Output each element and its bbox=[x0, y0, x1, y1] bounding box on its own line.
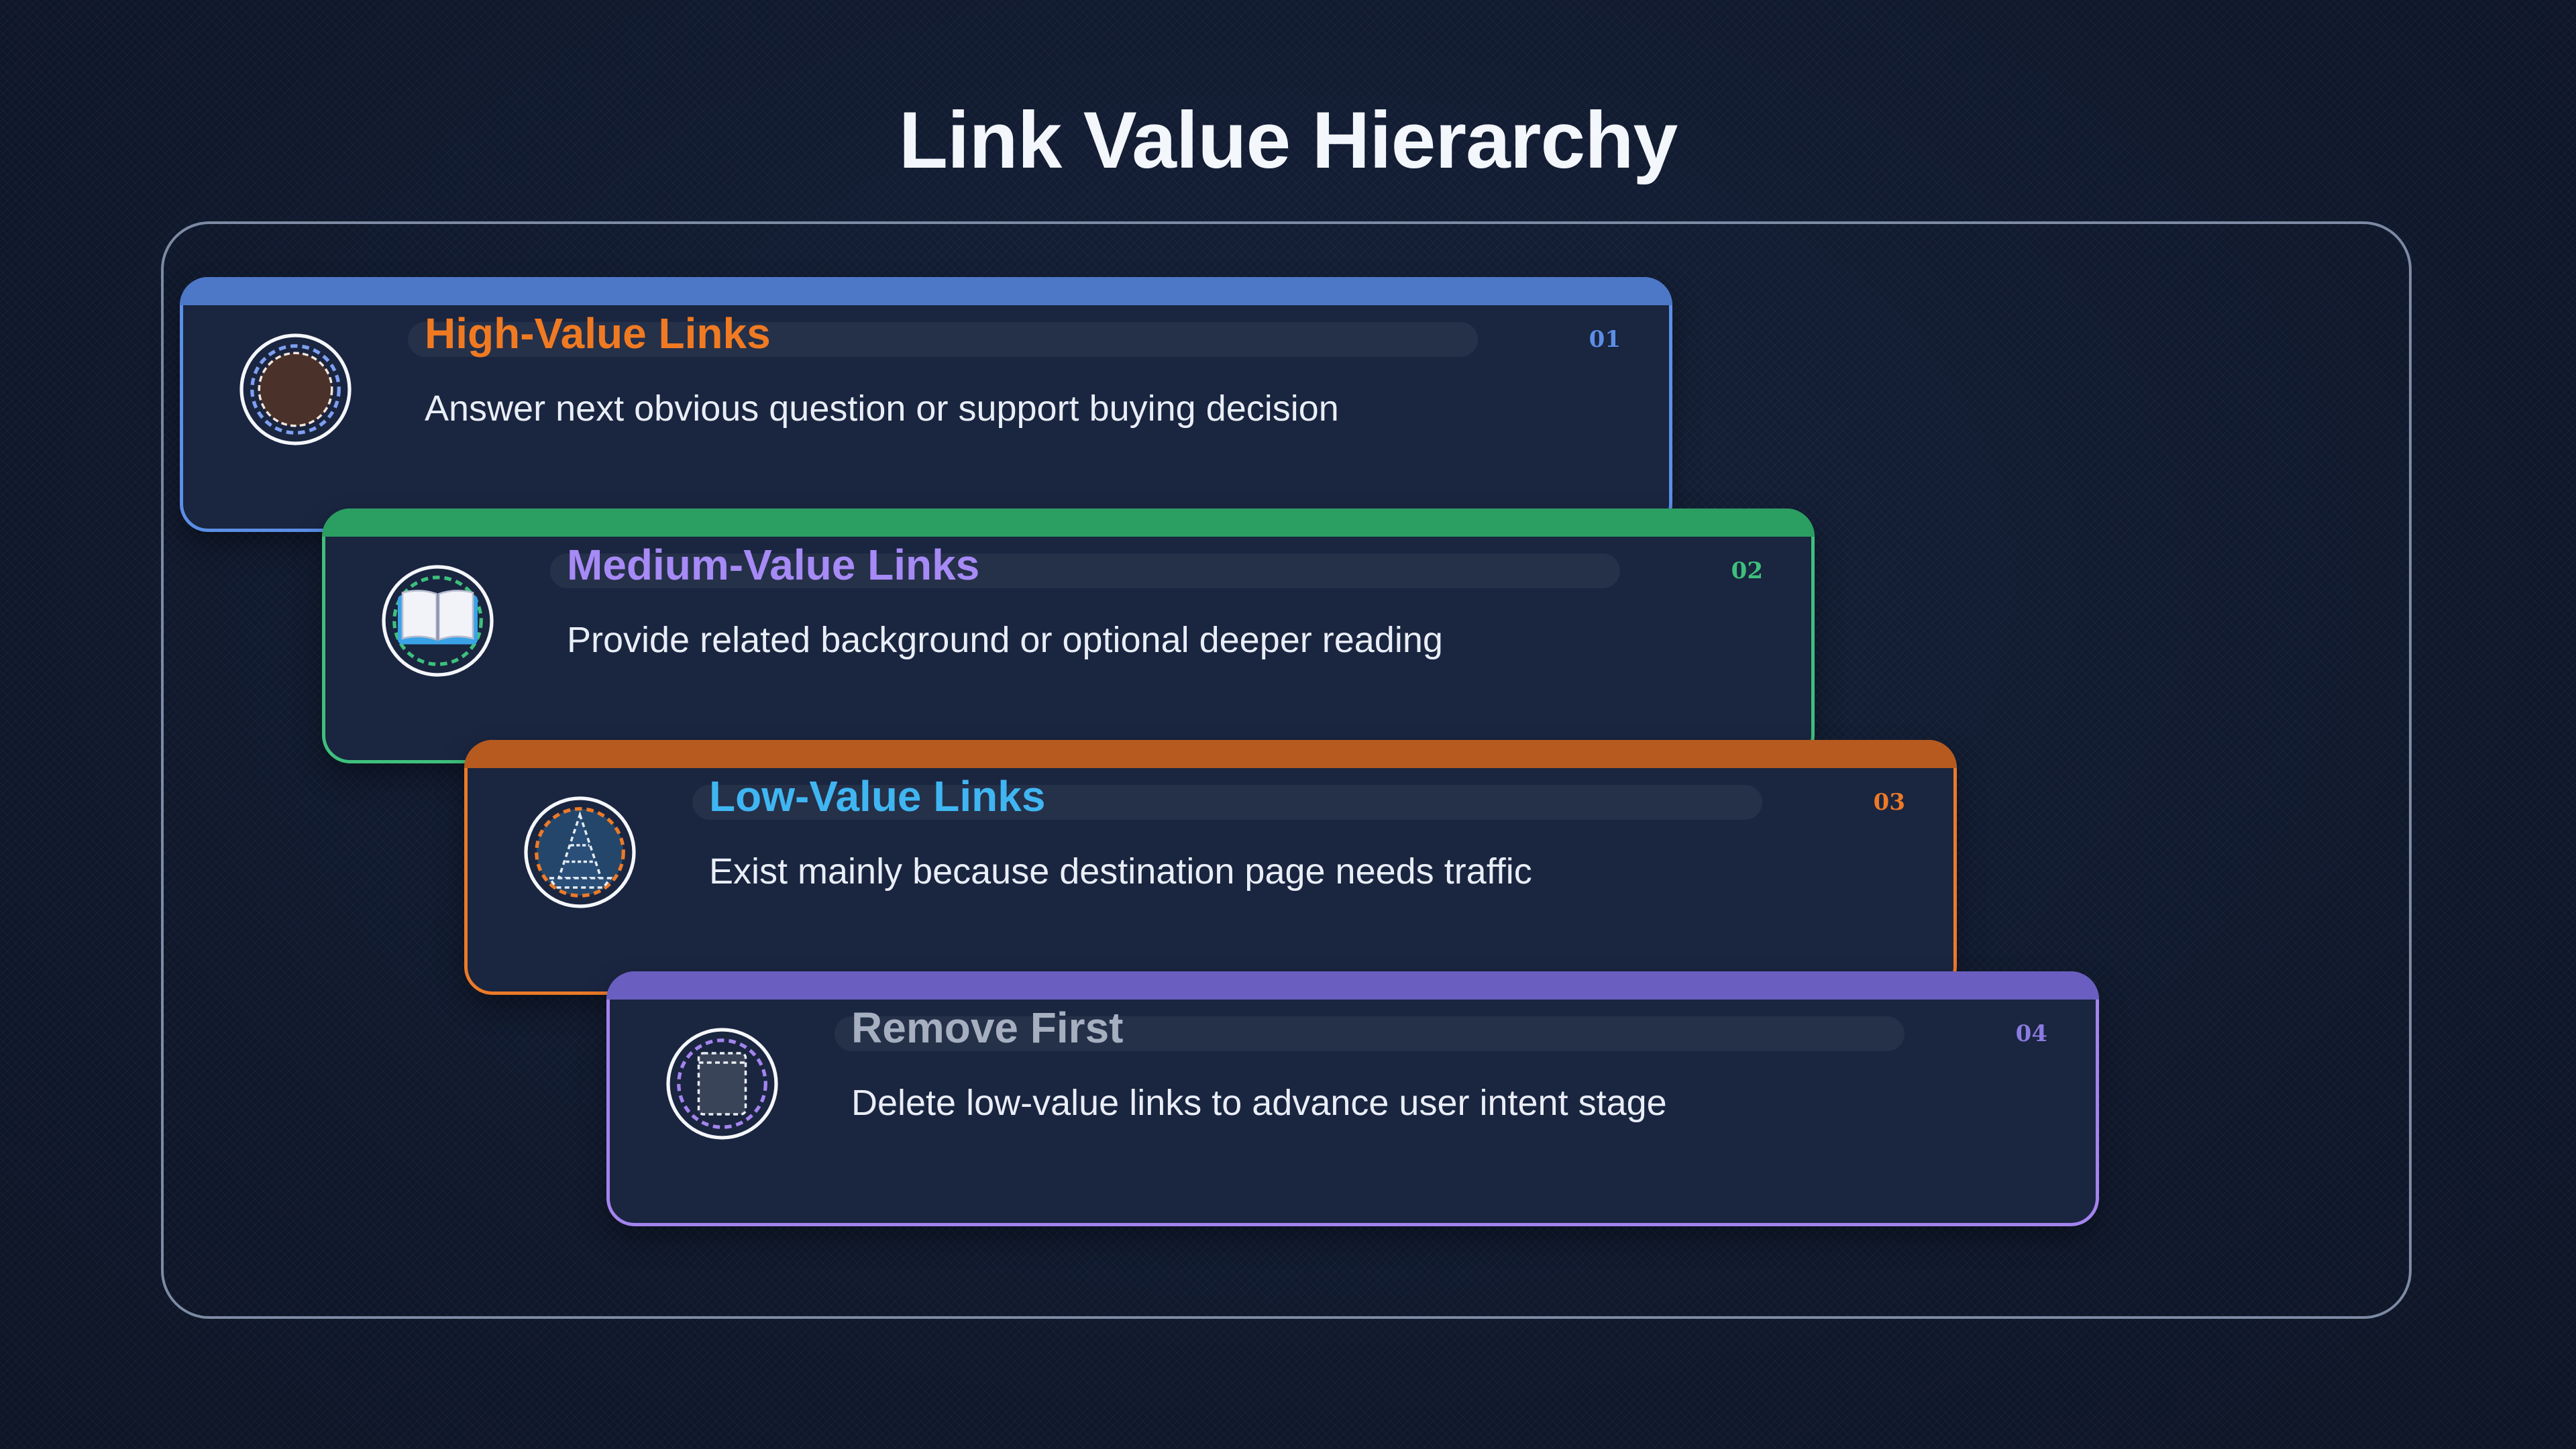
card-description: Provide related background or optional d… bbox=[567, 620, 1443, 660]
traffic-cone-icon bbox=[521, 794, 639, 911]
card-number: 04 bbox=[2015, 1020, 2047, 1047]
dark-circle-badge-icon bbox=[237, 331, 354, 448]
open-book-icon bbox=[379, 562, 496, 680]
heading-pill bbox=[550, 553, 1620, 588]
card-accent-bar bbox=[180, 277, 1672, 305]
card-high-value-links: High-Value Links Answer next obvious que… bbox=[180, 277, 1672, 532]
card-accent-bar bbox=[322, 508, 1815, 537]
card-description: Answer next obvious question or support … bbox=[425, 388, 1339, 429]
card-heading: High-Value Links bbox=[425, 309, 771, 358]
hierarchy-frame bbox=[161, 221, 2412, 1319]
card-heading: Low-Value Links bbox=[709, 772, 1046, 820]
heading-pill bbox=[408, 322, 1478, 357]
card-number: 02 bbox=[1731, 557, 1763, 584]
card-heading: Medium-Value Links bbox=[567, 541, 980, 589]
card-number: 01 bbox=[1589, 326, 1621, 353]
card-number: 03 bbox=[1873, 789, 1905, 816]
card-accent-bar bbox=[606, 971, 2099, 1000]
heading-pill bbox=[692, 785, 1762, 820]
card-description: Delete low-value links to advance user i… bbox=[851, 1083, 1667, 1123]
card-low-value-links: Low-Value Links Exist mainly because des… bbox=[464, 740, 1957, 995]
card-heading: Remove First bbox=[851, 1004, 1124, 1052]
card-medium-value-links: Medium-Value Links Provide related backg… bbox=[322, 508, 1815, 763]
page-title: Link Value Hierarchy bbox=[898, 95, 1678, 185]
trash-bin-icon bbox=[663, 1025, 781, 1142]
card-accent-bar bbox=[464, 740, 1957, 768]
heading-pill bbox=[835, 1016, 1904, 1051]
card-remove-first: Remove First Delete low-value links to a… bbox=[606, 971, 2099, 1226]
card-description: Exist mainly because destination page ne… bbox=[709, 851, 1532, 892]
